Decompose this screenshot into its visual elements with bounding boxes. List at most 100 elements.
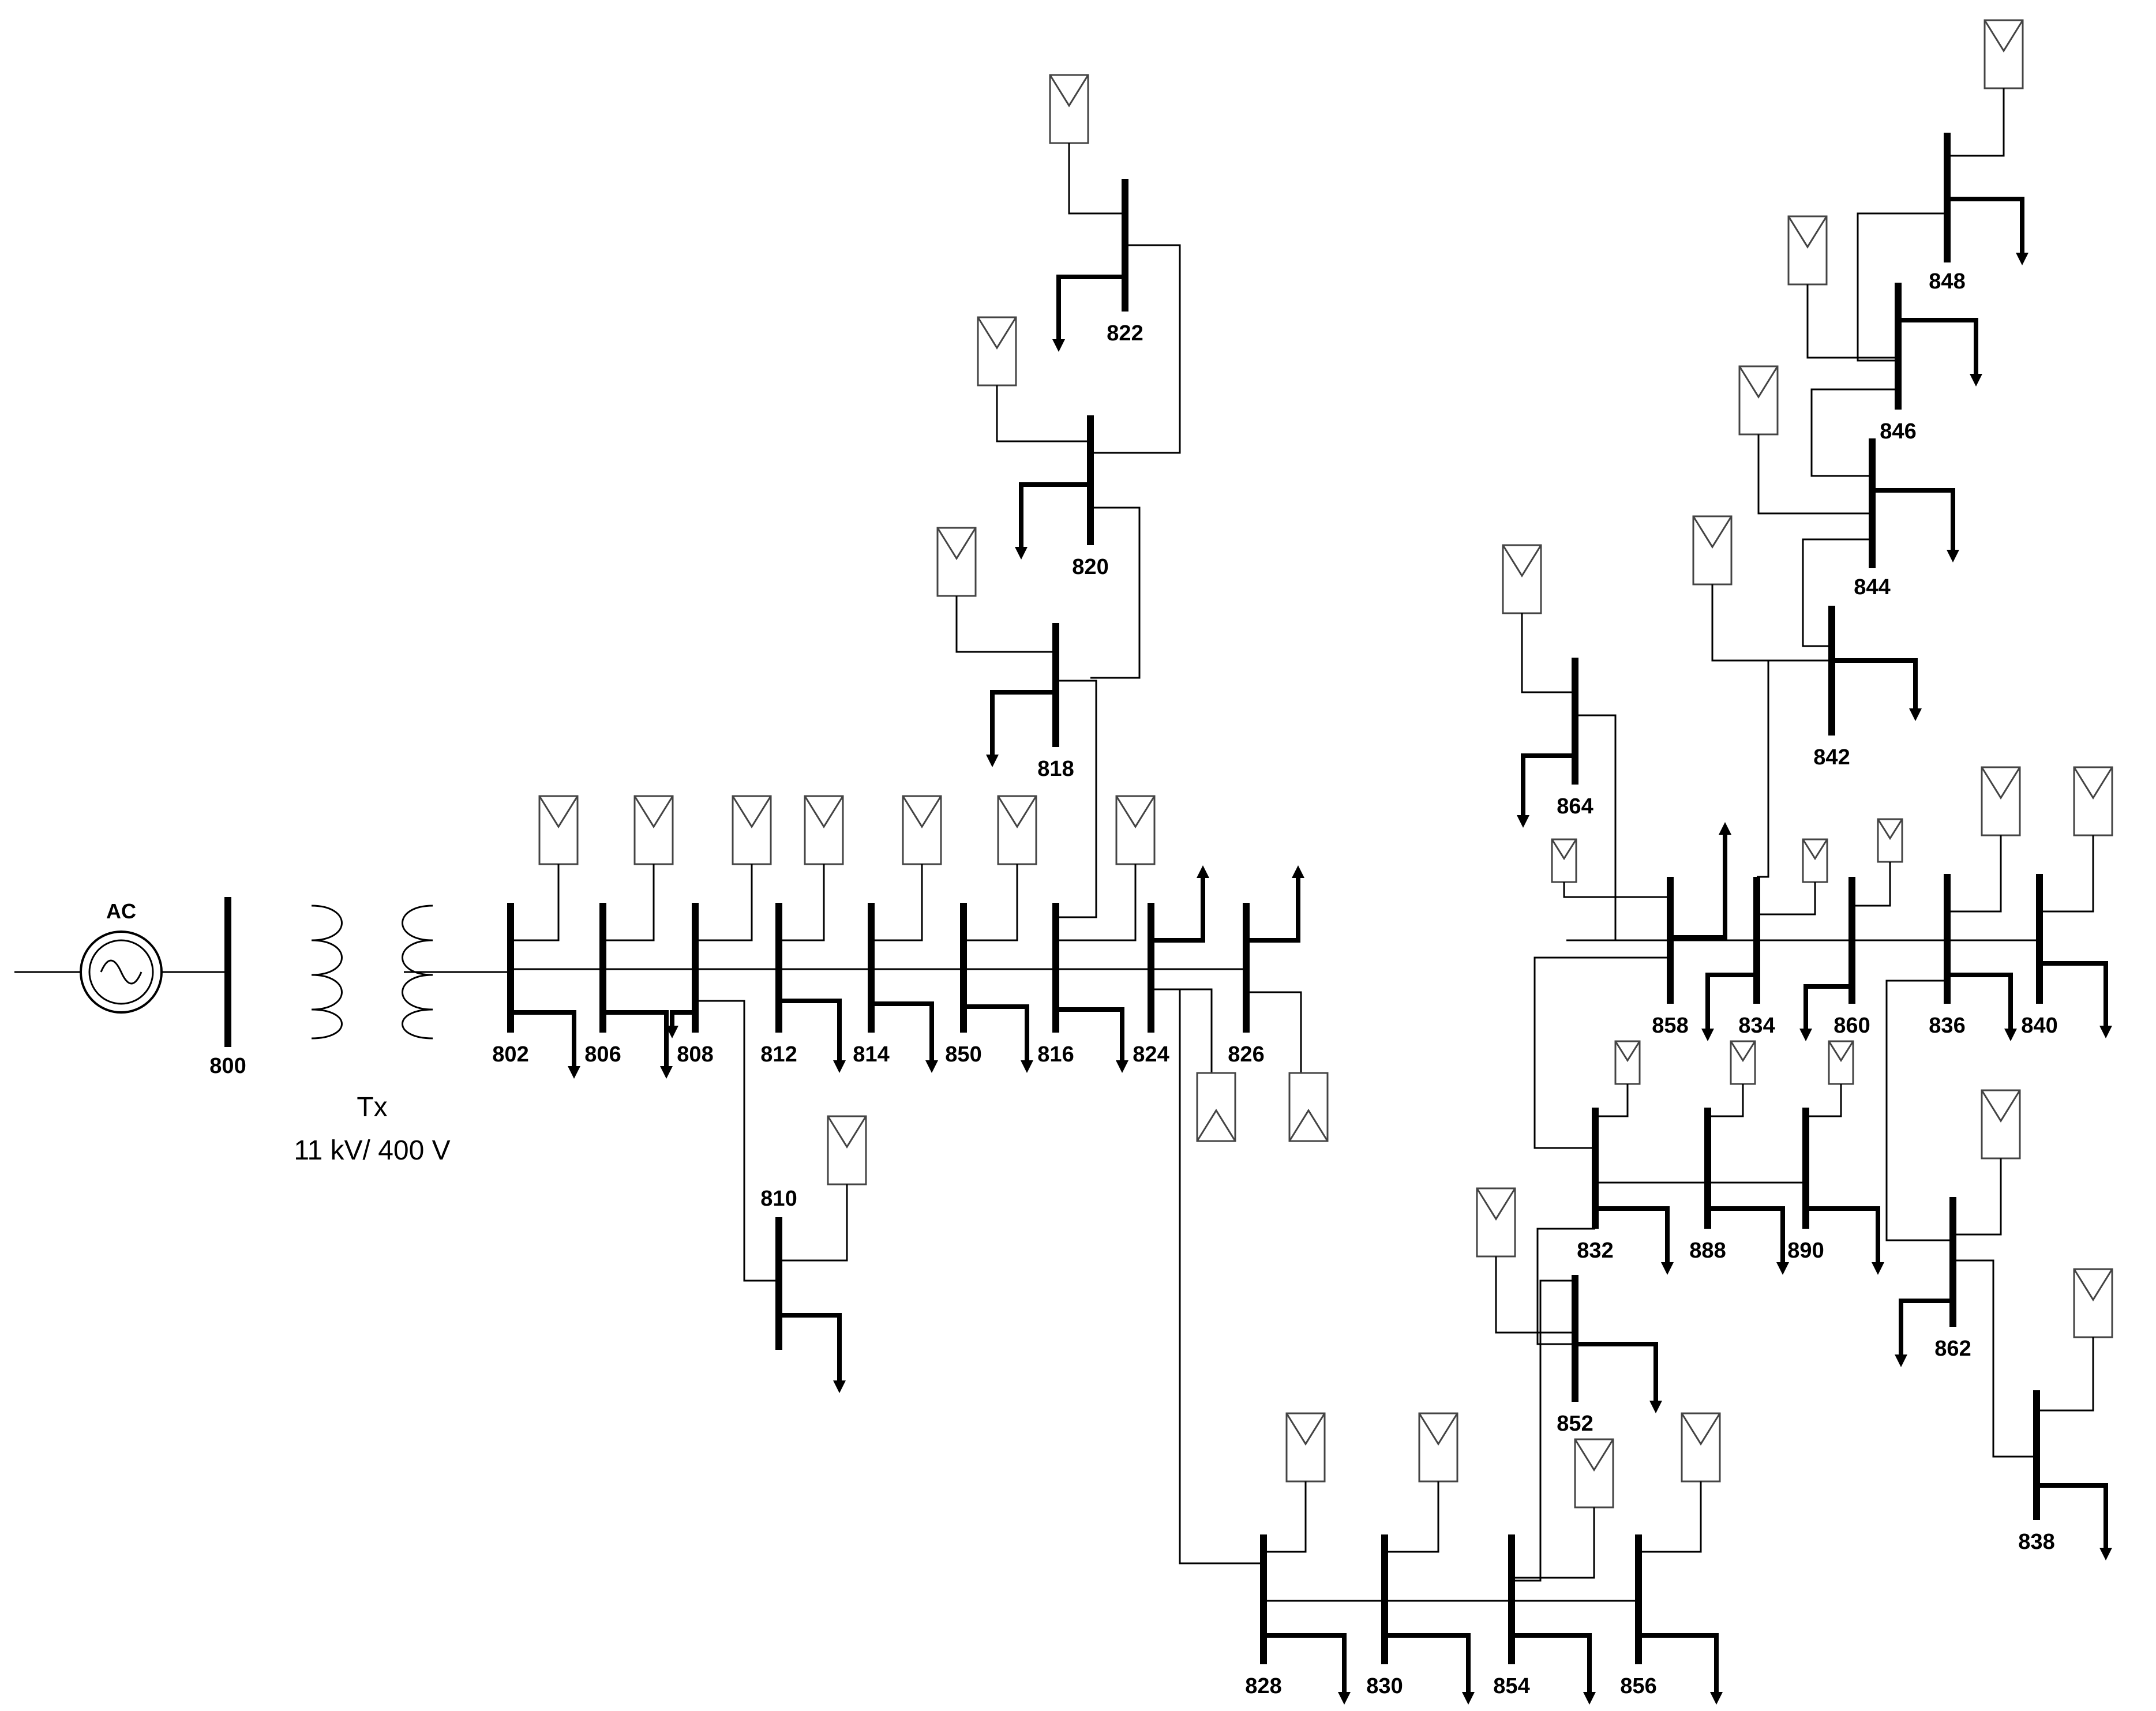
load-line-854	[1512, 1633, 1592, 1694]
bus-label-860: 860	[1833, 1014, 1870, 1038]
feeder-line-20	[1953, 1259, 2037, 1458]
feeder-line-18	[1857, 212, 1947, 362]
feeder-line-13	[1575, 714, 1670, 941]
feeder-lines	[511, 212, 2039, 1602]
load-arrow-icon	[1649, 1401, 1662, 1413]
load-arrow-icon	[1872, 1262, 1884, 1275]
bus-label-824: 824	[1133, 1042, 1169, 1067]
ac-label: AC	[106, 899, 136, 923]
feeder-line-6	[1151, 988, 1213, 1073]
load-arrow-icon	[1517, 815, 1529, 828]
transformer-icon	[311, 905, 343, 1040]
bus-label-834: 834	[1738, 1014, 1775, 1038]
load-arrow-icon	[925, 1060, 938, 1073]
load-line-810	[779, 1313, 842, 1383]
pv-link-848	[1947, 88, 2005, 157]
pv-panel-mark-806	[633, 796, 674, 828]
pv-panel-mark-848	[1983, 20, 2024, 52]
bus-label-856: 856	[1620, 1674, 1656, 1698]
pv-panel-mark-836	[1981, 767, 2021, 800]
load-arrow-icon	[1197, 865, 1209, 878]
bus-label-844: 844	[1854, 575, 1890, 599]
bus-label-842: 842	[1813, 745, 1850, 770]
load-arrow-icon	[1116, 1060, 1128, 1073]
pv-panel-mark-810	[827, 1116, 867, 1149]
feeder-line-3	[1090, 506, 1141, 679]
pv-panel-mark-812	[804, 796, 844, 828]
pv-link-842	[1711, 584, 1832, 662]
load-line-826	[1246, 876, 1300, 943]
pv-panel-mark-856	[1681, 1413, 1721, 1446]
bus-label-810: 810	[760, 1187, 797, 1211]
load-line-858	[1670, 832, 1727, 940]
pv-panel-mark-888	[1730, 1041, 1756, 1063]
pv-link-812	[779, 864, 825, 941]
load-line-864	[1521, 753, 1575, 817]
pv-link-810	[779, 1184, 848, 1262]
pv-panel-mark-864	[1502, 545, 1542, 577]
load-line-812	[779, 999, 842, 1063]
load-line-822	[1056, 275, 1125, 342]
feeder-line-4	[1090, 244, 1181, 454]
pv-link-822	[1068, 143, 1125, 215]
bus-label-802: 802	[492, 1042, 528, 1067]
load-arrow-icon	[1776, 1262, 1789, 1275]
pv-panel-mark-858	[1551, 839, 1577, 861]
bus-label-816: 816	[1037, 1042, 1074, 1067]
load-line-840	[2039, 961, 2108, 1028]
load-line-808	[670, 1010, 695, 1028]
pv-link-852	[1495, 1256, 1575, 1334]
pv-panel-mark-890	[1828, 1041, 1854, 1063]
load-line-820	[1019, 482, 1090, 549]
load-arrow-icon	[568, 1066, 580, 1079]
pv-link-858	[1563, 882, 1670, 898]
bus-label-862: 862	[1934, 1337, 1971, 1361]
pv-link-888	[1708, 1084, 1744, 1117]
pv-panel-mark-844	[1738, 366, 1779, 399]
load-arrow-icon	[1015, 547, 1028, 560]
transformer-group: Tx 11 kV/ 400 V	[294, 905, 511, 1166]
pv-link-844	[1757, 434, 1872, 515]
bus-label-830: 830	[1366, 1674, 1403, 1698]
load-line-850	[963, 1004, 1029, 1063]
pv-panel-mark-826	[1288, 1109, 1329, 1142]
load-arrow-icon	[986, 755, 999, 767]
pv-link-890	[1806, 1084, 1842, 1117]
load-arrow-icon	[2016, 253, 2028, 265]
load-arrow-icon	[1701, 1029, 1714, 1041]
load-line-806	[603, 1010, 669, 1068]
pv-link-850	[963, 864, 1018, 941]
pv-panel-mark-830	[1418, 1413, 1458, 1446]
pv-panel-mark-846	[1787, 216, 1828, 249]
load-arrow-icon	[1710, 1692, 1723, 1705]
bus-label-836: 836	[1929, 1014, 1965, 1038]
ac-sine-wave	[100, 959, 143, 985]
bus-label-818: 818	[1037, 757, 1074, 781]
pv-link-838	[2037, 1337, 2094, 1412]
load-arrow-icon	[833, 1380, 846, 1393]
pv-link-808	[695, 864, 753, 941]
load-arrow-icon	[1292, 865, 1304, 878]
bus-label-822: 822	[1107, 321, 1143, 346]
bus-label-820: 820	[1072, 555, 1108, 579]
load-line-824	[1151, 876, 1205, 943]
pv-link-820	[996, 385, 1090, 442]
load-line-846	[1898, 318, 1978, 376]
pv-link-832	[1595, 1084, 1629, 1117]
bus-label-826: 826	[1228, 1042, 1264, 1067]
pv-link-828	[1263, 1481, 1307, 1553]
bus-label-846: 846	[1880, 419, 1916, 444]
load-arrow-icon	[2099, 1548, 2112, 1560]
pv-panel-mark-832	[1614, 1041, 1641, 1063]
load-arrow-icon	[1970, 374, 1982, 387]
pv-panel-mark-852	[1476, 1188, 1516, 1221]
load-line-802	[511, 1010, 576, 1068]
transformer-rating: 11 kV/ 400 V	[294, 1135, 450, 1166]
pv-panel-mark-842	[1692, 516, 1733, 549]
load-line-814	[871, 1001, 934, 1063]
load-line-818	[990, 690, 1056, 757]
bus-label-838: 838	[2018, 1530, 2054, 1554]
load-arrow-icon	[660, 1066, 673, 1079]
feeder-line-7	[1246, 991, 1302, 1073]
